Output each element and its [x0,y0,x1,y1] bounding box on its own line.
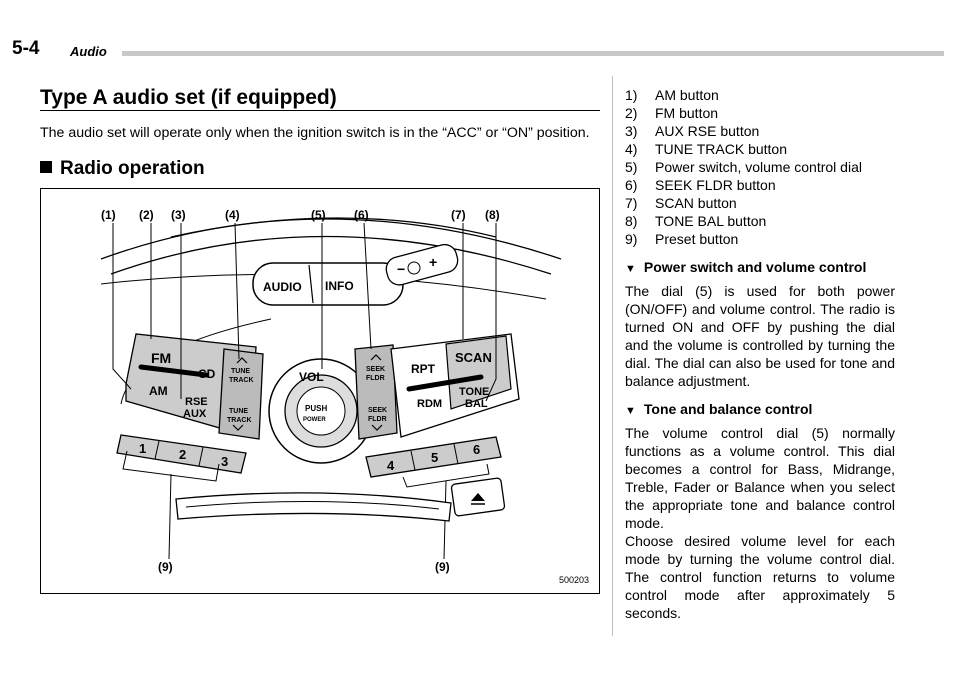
preset-4-label: 4 [387,458,395,473]
callout-4: (4) [225,208,240,222]
callout-8: (8) [485,208,500,222]
list-item: 3)AUX RSE button [625,123,760,139]
vol-label: VOL [299,370,324,384]
power-paragraph: The dial (5) is used for both power (ON/… [625,283,895,389]
button-list: 1)AM button 2)FM button 3)AUX RSE button… [625,86,895,248]
figure-code: 500203 [558,575,589,585]
title-rule [40,110,600,111]
page-title: Type A audio set (if equipped) [40,86,337,109]
seek-label: SEEK [366,366,385,373]
list-item: 2)FM button [625,105,719,121]
list-item: 8)TONE BAL button [625,213,767,229]
page-header: 5-4 Audio [12,38,944,68]
radio-illustration: AUDIO INFO − + FM AM CD RSE AUX TUNE TRA… [100,208,562,574]
callout-line [485,223,497,402]
cd-slot [175,477,506,522]
bal-label: BAL [465,398,488,410]
section-name: Audio [70,44,107,59]
preset-right: 4 5 6 [365,436,502,478]
preset-left: 1 2 3 [116,434,247,474]
subsection-heading: Radio operation [40,158,205,180]
triangle-bullet-icon: ▼ [625,405,636,417]
power-heading: ▼Power switch and volume control [625,259,867,275]
eject-icon [471,493,485,501]
audio-info-capsule: AUDIO INFO [252,262,404,306]
track-label: TRACK [229,377,254,384]
clock-buttons: − + [385,243,459,286]
tone-heading: ▼Tone and balance control [625,401,813,417]
rpt-label: RPT [411,362,436,376]
right-column: 1)AM button 2)FM button 3)AUX RSE button… [625,86,895,622]
subsection-title: Radio operation [60,158,205,179]
callout-1: (1) [101,208,116,222]
list-item: 1)AM button [625,87,719,103]
column-divider [612,76,613,636]
fldr-label: FLDR [368,416,387,423]
panel-arc [100,218,562,260]
callout-5: (5) [311,208,326,222]
callout-line [363,222,372,350]
power-label: POWER [303,417,326,423]
list-item: 9)Preset button [625,231,739,247]
preset-3-label: 3 [221,454,228,469]
tune-label: TUNE [229,408,248,415]
plus-label: + [429,254,437,270]
square-bullet-icon [40,161,52,173]
callout-line [112,223,132,390]
tone-paragraph-2: Choose desired volume level for each mod… [625,533,895,621]
callout-9-right: (9) [435,560,450,574]
callout-7: (7) [451,208,466,222]
fldr-label: FLDR [366,375,385,382]
left-button-cluster: FM AM CD RSE AUX TUNE TRACK TUNE TRACK [125,333,264,440]
tune-label: TUNE [231,368,250,375]
radio-figure: AUDIO INFO − + FM AM CD RSE AUX TUNE TRA… [40,188,600,594]
preset-6-label: 6 [473,442,480,457]
callout-9-left: (9) [158,560,173,574]
header-rule [122,51,944,56]
list-item: 5)Power switch, volume control dial [625,159,862,175]
minus-label: − [397,261,405,277]
callout-3: (3) [171,208,186,222]
cd-label: CD [198,367,216,381]
preset-2-label: 2 [179,447,186,462]
audio-label: AUDIO [263,280,302,294]
volume-dial: VOL PUSH POWER [268,358,374,464]
tone-label: TONE [459,386,489,398]
push-label: PUSH [305,404,327,413]
scan-label: SCAN [455,350,492,365]
info-label: INFO [325,279,354,293]
aux-label: AUX [183,408,207,420]
preset-5-label: 5 [431,450,438,465]
list-item: 4)TUNE TRACK button [625,141,788,157]
page-number: 5-4 [12,38,40,59]
preset-1-label: 1 [139,441,146,456]
seek-label: SEEK [368,407,387,414]
preset-bracket-line [402,463,490,488]
callout-2: (2) [139,208,154,222]
panel-arc [110,235,552,275]
track-label: TRACK [227,417,252,424]
right-button-cluster: SEEK FLDR SEEK FLDR RPT SCAN RDM TONE BA… [354,333,520,440]
callout-line [234,222,240,360]
rdm-label: RDM [417,398,442,410]
am-label: AM [149,384,168,398]
fm-label: FM [151,350,171,366]
intro-text: The audio set will operate only when the… [40,125,590,141]
list-item: 7)SCAN button [625,195,737,211]
preset-bracket-line [122,450,220,482]
tone-paragraph: The volume control dial (5) normally fun… [625,425,895,531]
rse-label: RSE [185,396,208,408]
triangle-bullet-icon: ▼ [625,263,636,275]
panel-arc [170,217,497,238]
callout-6: (6) [354,208,369,222]
callout-line [168,473,172,560]
list-item: 6)SEEK FLDR button [625,177,776,193]
